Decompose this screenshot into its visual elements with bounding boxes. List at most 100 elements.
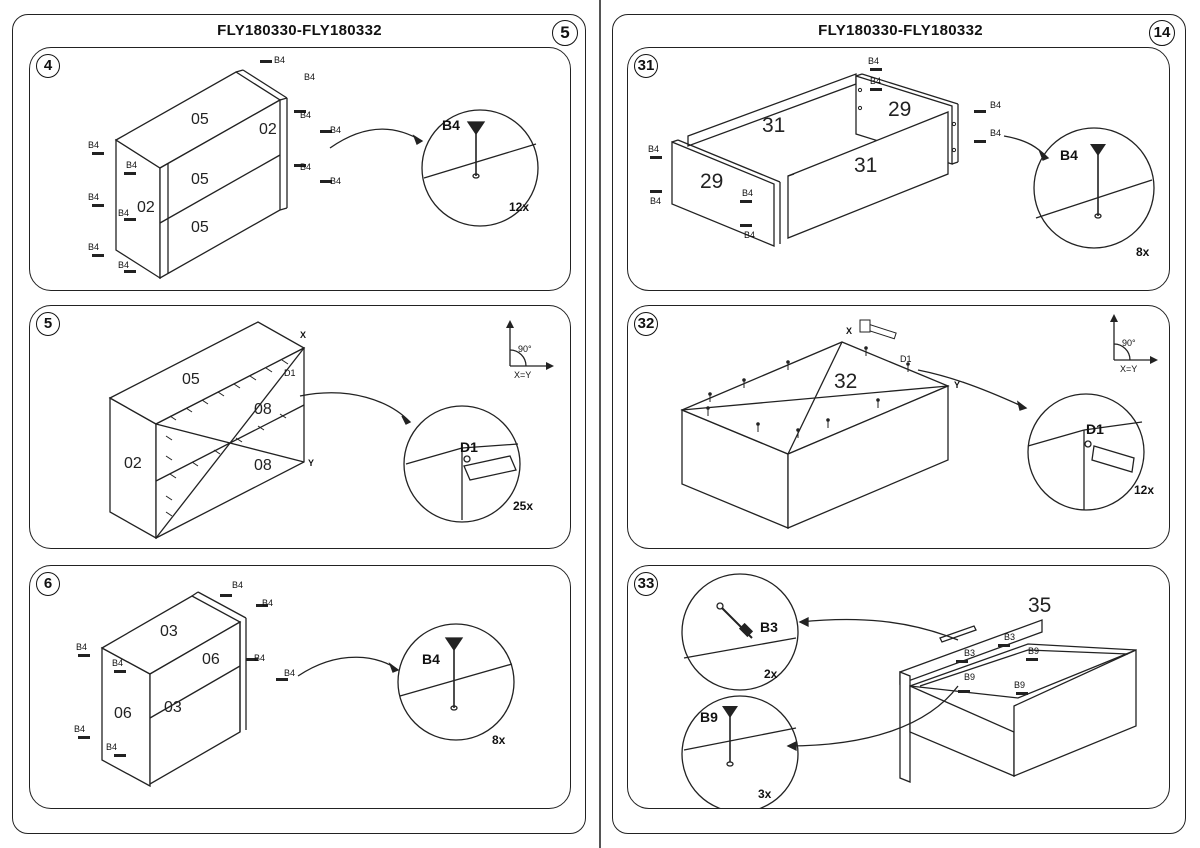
svg-text:B4: B4: [742, 188, 753, 198]
callout-label: D1: [460, 439, 478, 455]
step-31-panel: 31: [627, 47, 1170, 291]
svg-text:B4: B4: [88, 242, 99, 252]
svg-text:B4: B4: [106, 742, 117, 752]
panel-label: 02: [124, 455, 142, 472]
panel-label: 05: [191, 171, 209, 188]
callout-count: 12x: [1134, 483, 1154, 497]
step-number: 6: [36, 572, 60, 596]
step-6-diagram: B4 B4 B4 B4 B4 B4 B4 B4 03 03 06 06 B4 8…: [74, 580, 515, 788]
hammer-icon: [859, 319, 897, 340]
page-frame: [612, 14, 1186, 834]
svg-text:B4: B4: [650, 196, 661, 206]
panel-label: 06: [202, 651, 220, 668]
callout-count: 8x: [492, 733, 506, 747]
step-32-diagram: X Y D1 32 90° X=Y D1 12x: [680, 314, 1158, 529]
callout-count: 12x: [509, 200, 529, 214]
svg-text:B4: B4: [744, 230, 755, 240]
svg-text:B4: B4: [304, 72, 315, 82]
callout-count: 2x: [764, 667, 778, 681]
step-4-diagram: B4 B4 B4 B4 B4 B4 B4 B4 B4 B4 B4 B4 05 0…: [88, 55, 539, 280]
callout-count: 25x: [513, 499, 533, 513]
step-6-panel: 6: [29, 565, 571, 809]
svg-text:B3: B3: [964, 648, 975, 658]
page-header: FLY180330-FLY180332: [818, 22, 983, 39]
page-number: 14: [1149, 20, 1175, 46]
svg-text:B4: B4: [868, 56, 879, 66]
svg-text:B4: B4: [330, 176, 341, 186]
svg-text:X: X: [300, 330, 306, 340]
svg-text:X=Y: X=Y: [1120, 364, 1137, 374]
callout-label: D1: [1086, 421, 1104, 437]
step-33-diagram: B3 B3 B9 B9 B9 35 B3 2x B9 3x: [681, 573, 1137, 808]
svg-text:B4: B4: [88, 192, 99, 202]
step-number: 31: [634, 54, 658, 78]
callout-label: B3: [760, 619, 778, 635]
svg-text:B4: B4: [870, 76, 881, 86]
svg-text:B4: B4: [990, 128, 1001, 138]
step-number: 32: [634, 312, 658, 336]
panel-label: 05: [191, 219, 209, 236]
svg-text:B4: B4: [232, 580, 243, 590]
panel-label: 32: [834, 370, 857, 393]
svg-text:B4: B4: [274, 55, 285, 65]
svg-text:Y: Y: [308, 458, 314, 468]
panel-label: 06: [114, 705, 132, 722]
svg-text:B4: B4: [990, 100, 1001, 110]
svg-text:X: X: [846, 326, 852, 336]
step-number: 4: [36, 54, 60, 78]
svg-text:B9: B9: [1014, 680, 1025, 690]
callout-label: B9: [700, 709, 718, 725]
callout-label: B4: [442, 117, 460, 133]
svg-text:B9: B9: [1028, 646, 1039, 656]
panel-label: 29: [700, 170, 723, 193]
step-number: 33: [634, 572, 658, 596]
svg-text:D1: D1: [284, 368, 296, 378]
svg-text:B4: B4: [254, 653, 265, 663]
manual-page-left: FLY180330-FLY180332 5 4: [0, 0, 599, 848]
svg-text:D1: D1: [900, 354, 912, 364]
svg-text:B4: B4: [300, 162, 311, 172]
step-32-panel: 32: [627, 305, 1170, 549]
panel-label: 08: [254, 401, 272, 418]
callout-count: 8x: [1136, 245, 1150, 259]
panel-label: 31: [854, 154, 877, 177]
page-divider: [599, 0, 601, 848]
panel-label: 05: [182, 371, 200, 388]
svg-text:B4: B4: [284, 668, 295, 678]
svg-text:B4: B4: [118, 208, 129, 218]
page-number: 5: [552, 20, 578, 46]
step-33-panel: 33: [627, 565, 1170, 809]
page-frame: [12, 14, 586, 834]
panel-label: 29: [888, 98, 911, 121]
svg-text:B4: B4: [648, 144, 659, 154]
step-5-panel: 5: [29, 305, 571, 549]
svg-text:B4: B4: [262, 598, 273, 608]
callout-count: 3x: [758, 787, 772, 801]
callout-label: B4: [422, 651, 440, 667]
step-number: 5: [36, 312, 60, 336]
svg-text:B4: B4: [118, 260, 129, 270]
panel-label: 08: [254, 457, 272, 474]
svg-text:B4: B4: [300, 110, 311, 120]
svg-text:B4: B4: [74, 724, 85, 734]
svg-text:B4: B4: [76, 642, 87, 652]
page-header: FLY180330-FLY180332: [217, 22, 382, 39]
svg-text:B4: B4: [330, 125, 341, 135]
callout-label: B4: [1060, 147, 1078, 163]
step-5-diagram: X Y D1 05 08 08 02 90° X=Y D1 25x: [108, 320, 554, 540]
step-4-panel: 4: [29, 47, 571, 291]
manual-page-right: FLY180330-FLY180332 14 31: [601, 0, 1200, 848]
svg-text:B9: B9: [964, 672, 975, 682]
svg-text:Y: Y: [954, 380, 960, 390]
svg-text:B4: B4: [112, 658, 123, 668]
svg-text:X=Y: X=Y: [514, 370, 531, 380]
panel-label: 02: [137, 199, 155, 216]
step-31-diagram: B4 B4 B4 B4 B4 B4 B4 B4 31 31 29 29 B4 8…: [648, 56, 1155, 259]
panel-label: 03: [160, 623, 178, 640]
svg-text:B4: B4: [88, 140, 99, 150]
svg-text:B4: B4: [126, 160, 137, 170]
svg-text:90°: 90°: [518, 344, 532, 354]
svg-text:90°: 90°: [1122, 338, 1136, 348]
panel-label: 31: [762, 114, 785, 137]
panel-label: 05: [191, 111, 209, 128]
